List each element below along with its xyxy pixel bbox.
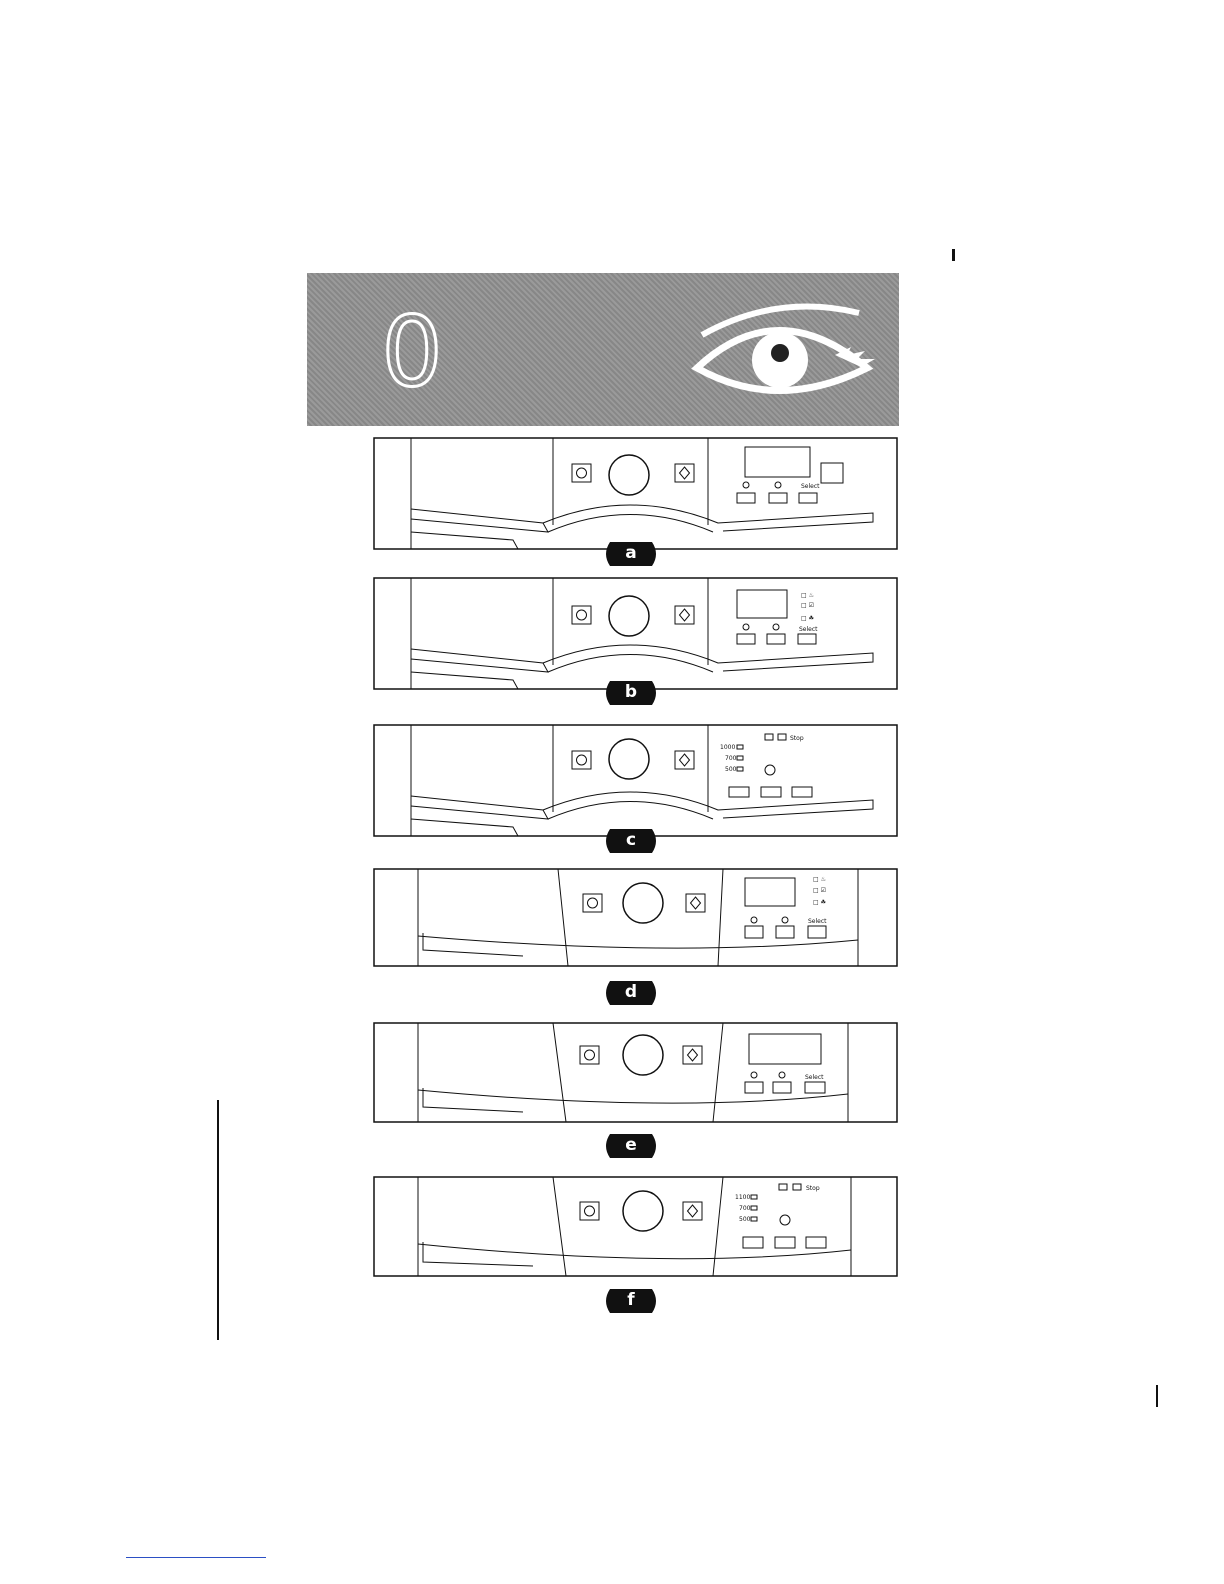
svg-text:Select: Select [808,918,827,925]
svg-text:1000: 1000 [720,744,735,751]
svg-text:Stop: Stop [790,735,804,742]
panel-label-b: b [606,680,656,706]
svg-text:500: 500 [739,1216,751,1223]
panel-d: Select □ ♨ □ ☑ □ ☘ [373,868,898,968]
svg-text:1100: 1100 [735,1194,750,1201]
eye-icon [697,307,875,391]
svg-text:□ ♨: □ ♨ [801,592,814,599]
scan-mark [952,249,955,261]
svg-text:700: 700 [725,755,737,762]
svg-text:□ ☘: □ ☘ [801,615,814,622]
footnote-rule [126,1557,266,1558]
svg-text:□ ☑: □ ☑ [801,602,814,609]
panel-label-f: f [606,1288,656,1314]
svg-text:Select: Select [805,1074,824,1081]
panel-label-e: e [606,1133,656,1159]
panel-e: Select [373,1022,898,1124]
panel-a: Select [373,437,898,551]
chapter-banner: 0 [307,273,899,426]
panel-label-a: a [606,541,656,567]
panel-f: 1100 700 500 Stop [373,1176,898,1278]
svg-text:700: 700 [739,1205,751,1212]
chapter-number: 0 [381,296,442,408]
panel-c: 1000 700 500 Stop [373,724,898,838]
svg-text:□ ♨: □ ♨ [813,876,826,883]
panel-b: Select □ ♨ □ ☑ □ ☘ [373,577,898,691]
banner-graphic: 0 [307,273,899,426]
svg-text:Select: Select [801,483,820,490]
margin-rule [217,1100,219,1340]
svg-text:□ ☘: □ ☘ [813,899,826,906]
scan-mark [1156,1385,1158,1407]
svg-text:Stop: Stop [806,1185,820,1192]
svg-text:500: 500 [725,766,737,773]
svg-text:□ ☑: □ ☑ [813,887,826,894]
panel-label-d: d [606,980,656,1006]
panel-label-c: c [606,828,656,854]
svg-text:Select: Select [799,626,818,633]
